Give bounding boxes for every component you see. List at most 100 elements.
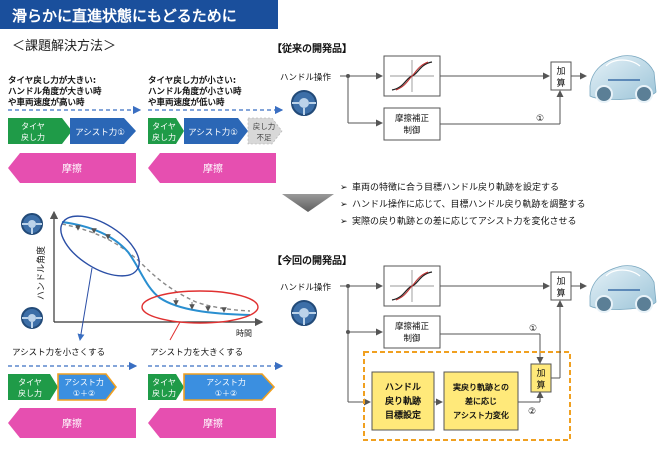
assist-force-label-d-1: アシスト力 [206,377,246,387]
bullet-marker: ➢ [340,217,348,227]
diff-block-2: 差に応じ [464,396,497,406]
target-trajectory-curve [61,223,251,312]
new-feature-region [363,351,571,441]
friction-label-c: 摩擦 [62,417,82,430]
tire-force-label-c-2: 戻し力 [18,388,42,398]
target-trajectory-block [371,371,435,431]
shortfall-label-b-1: 戻し力 [253,121,276,131]
assist-force-label-a: アシスト力① [75,127,125,138]
steering-wheel-icon [291,90,317,116]
tire-force-arrow-b [148,118,184,144]
target-block-2: 戻り軌跡 [384,395,421,407]
assist-force-arrow-c [57,373,118,401]
tire-force-arrow-a [8,118,72,144]
tire-force-label-a-1: タイヤ [21,122,45,131]
graph-y-label: ハンドル角度 [35,246,47,300]
tire-force-label-d-1: タイヤ [152,378,176,387]
conventional-product-diagram: 【従来の開発品】 ハンドル操作 摩擦補正 制御 ① 加 算 [272,42,657,141]
mid-adder-label-1: 加 [536,368,545,379]
target-block-3: 目標設定 [385,409,422,421]
assist-force-label-c-1: アシスト力 [64,377,104,387]
conventional-title: 【従来の開発品】 [272,42,352,55]
feature-bullets: ➢ 車両の特徴に合う目標ハンドル戻り軌跡を設定する ➢ ハンドル操作に応じて、目… [340,181,586,227]
note-reduce-assist: アシスト力を小さくする [12,347,105,358]
friction-compensation-block [383,107,441,141]
tire-force-arrow-d [148,374,184,400]
shortfall-arrow-b [247,117,283,145]
early-phase-highlight [60,215,140,277]
banner-title: 滑らかに直進状態にもどるために [12,7,237,25]
tire-force-label-d-2: 戻し力 [152,388,176,398]
tire-force-label-b-1: タイヤ [152,122,176,131]
case-reduced-assist: タイヤ 戻し力 アシスト力 ①＋② 摩擦 [8,361,138,438]
vehicle-illustration [589,265,657,313]
tire-force-label-a-2: 戻し力 [21,132,45,142]
solution-heading: ＜課題解決方法＞ [12,38,116,54]
assist-force-arrow-d [183,373,276,401]
tire-force-label-c-1: タイヤ [18,378,42,387]
current-product-diagram: 【今回の開発品】 ハンドル操作 摩擦補正 制御 ① ハンド [272,254,657,441]
top-adder-label-2: 算 [556,287,565,299]
case-b-header-3: や車両速度が低い時 [148,97,225,108]
note-increase-assist: アシスト力を大きくする [150,347,243,358]
conventional-input-label: ハンドル操作 [280,72,332,83]
tire-force-arrow-c [8,374,58,400]
adder-label-2: 算 [556,77,565,89]
case-low-return-force: タイヤ戻し力が小さい: ハンドル角度が小さい時 や車両速度が低い時 タイヤ 戻し… [148,75,284,183]
steering-angle-graph: ハンドル角度 時間 アシスト力を小さくする アシスト力を大きくする [12,210,264,358]
diff-block-1: 実戻り軌跡との [453,382,509,392]
assist-force-arrow-b [184,118,248,144]
current-title: 【今回の開発品】 [272,254,352,267]
current-friction-block-2: 制御 [403,333,420,344]
conventional-friction-block-2: 制御 [403,125,420,136]
assist-force-label-c-2: ①＋② [73,389,95,398]
friction-label-a: 摩擦 [62,162,82,175]
conventional-marker-1: ① [536,114,544,124]
graph-x-label: 時間 [236,329,252,338]
friction-arrow-a [8,153,136,183]
friction-arrow-b [148,153,276,183]
case-a-header-3: や車両速度が高い時 [8,97,85,108]
current-input-label: ハンドル操作 [280,282,332,293]
friction-compensation-block [383,315,441,349]
diff-block-3: アシスト力変化 [453,410,509,420]
friction-arrow-d [148,408,276,438]
case-high-return-force: タイヤ戻し力が大きい: ハンドル角度が大きい時 や車両速度が高い時 タイヤ 戻し… [8,75,142,183]
steering-wheel-icon [21,213,43,235]
bullet-marker: ➢ [340,183,348,193]
bullet-1: 車両の特徴に合う目標ハンドル戻り軌跡を設定する [352,181,559,193]
top-adder-label-1: 加 [556,276,565,287]
assist-force-label-d-2: ①＋② [215,389,237,398]
current-marker-2: ② [528,407,536,417]
mid-adder-label-2: 算 [536,379,545,391]
current-friction-block-1: 摩擦補正 [395,321,430,332]
conventional-friction-block-1: 摩擦補正 [395,113,430,124]
friction-label-d: 摩擦 [203,417,223,430]
vehicle-illustration [589,55,657,103]
steering-wheel-icon [21,307,43,329]
late-phase-highlight [141,290,259,324]
bullet-marker: ➢ [340,200,348,210]
actual-trajectory-curve [61,221,251,316]
assist-force-label-b: アシスト力① [188,127,238,138]
adder-label-1: 加 [556,66,565,77]
current-marker-1: ① [529,324,537,334]
case-b-header-1: タイヤ戻し力が小さい: [148,75,236,86]
tire-force-label-b-2: 戻し力 [152,132,176,142]
steering-wheel-icon [291,300,317,326]
shortfall-label-b-2: 不足 [257,133,272,142]
bullet-2: ハンドル操作に応じて、目標ハンドル戻り軌跡を調整する [352,198,586,210]
case-a-header-1: タイヤ戻し力が大きい: [8,75,96,86]
case-a-header-2: ハンドル角度が大きい時 [8,86,102,97]
transition-arrow [282,194,334,212]
friction-arrow-c [8,408,136,438]
target-block-1: ハンドル [385,382,421,393]
assist-force-arrow-a [70,118,136,144]
title-banner: 滑らかに直進状態にもどるために [0,0,278,29]
bullet-3: 実際の戻り軌跡との差に応じてアシスト力を変化させる [352,215,577,227]
friction-label-b: 摩擦 [203,162,223,175]
trajectory-difference-block [443,371,519,431]
case-b-header-2: ハンドル角度が小さい時 [148,86,242,97]
case-increased-assist: タイヤ 戻し力 アシスト力 ①＋② 摩擦 [148,361,284,438]
